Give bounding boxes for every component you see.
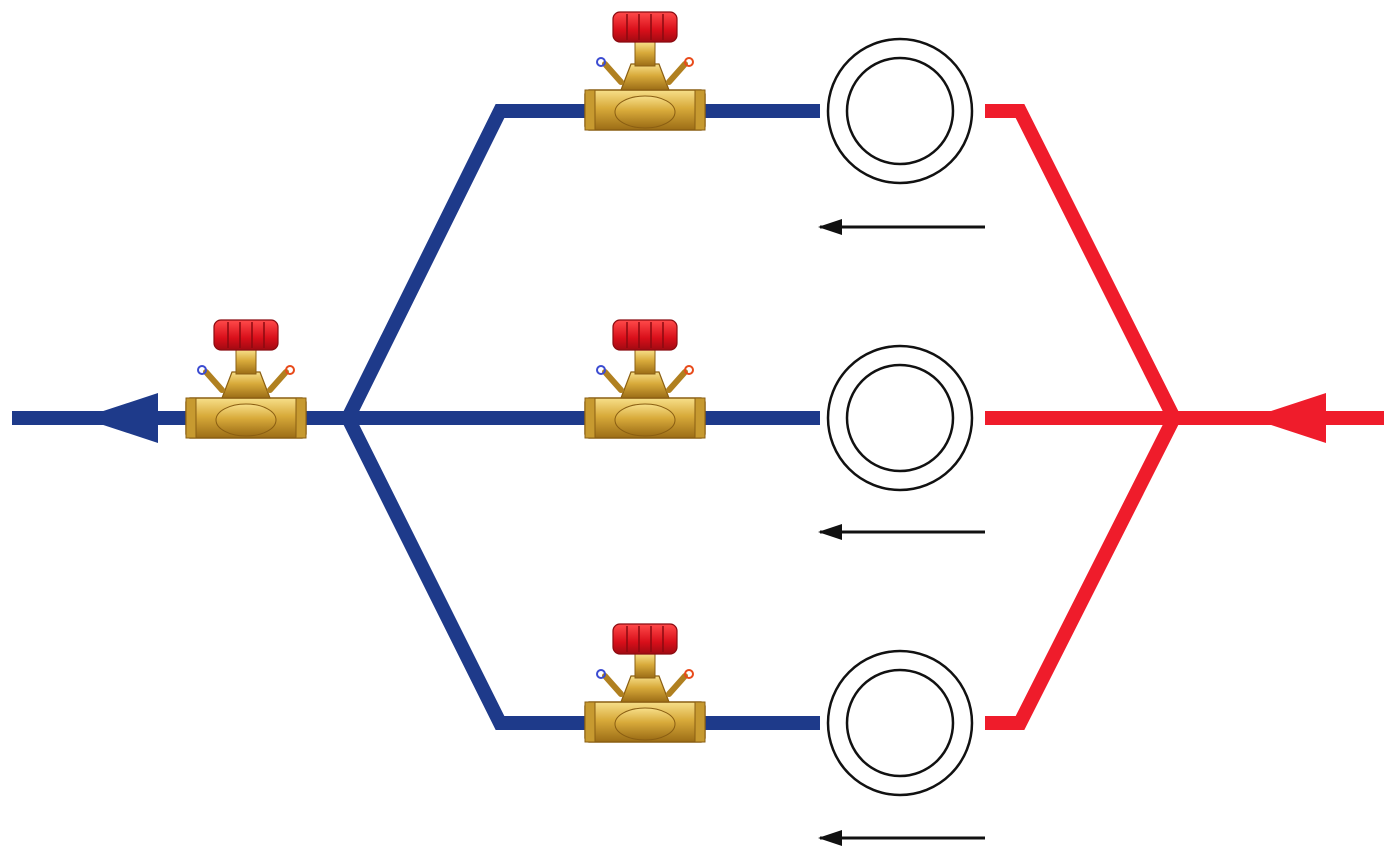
flow-direction-arrow	[816, 828, 987, 848]
balancing-valve-icon	[585, 12, 705, 130]
balancing-valve-icon	[585, 624, 705, 742]
return-flow-arrowhead	[82, 393, 158, 443]
coil-icon	[826, 344, 974, 492]
flow-direction-arrow	[816, 217, 987, 237]
balancing-valve-icon	[585, 320, 705, 438]
supply-flow-arrowhead	[1250, 393, 1326, 443]
coil-icon	[826, 649, 974, 797]
main-balancing-valve-icon	[186, 320, 306, 438]
coil-icon	[826, 37, 974, 185]
flow-direction-arrow	[816, 522, 987, 542]
